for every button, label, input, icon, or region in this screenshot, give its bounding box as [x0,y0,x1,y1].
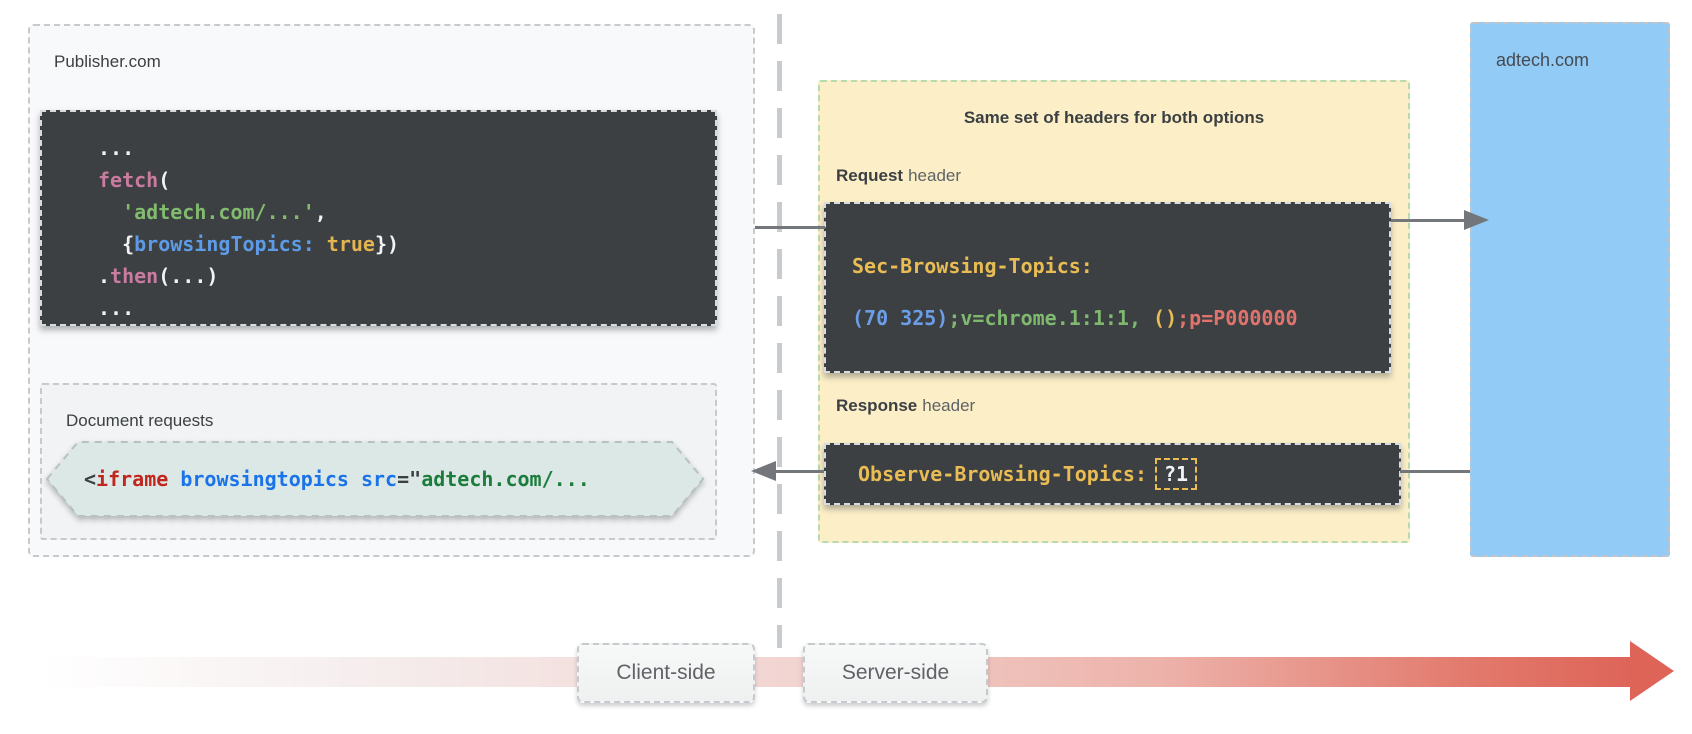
observe-flag-chip: ?1 [1154,458,1198,490]
request-header-label-bold: Request [836,166,904,185]
fetch-code-block: ...fetch( 'adtech.com/...', {browsingTop… [40,110,717,326]
client-side-label: Client-side [616,661,716,684]
publisher-label: Publisher.com [54,52,161,71]
client-server-divider [777,14,782,648]
response-header-code-block: Observe-Browsing-Topics: ?1 [824,443,1401,505]
request-header-code-block: Sec-Browsing-Topics:(70 325);v=chrome.1:… [824,202,1391,373]
request-arrow-left-segment [755,226,825,229]
response-arrow-left-segment [776,470,824,473]
server-side-label: Server-side [841,661,950,684]
iframe-snippet-hexagon [45,441,705,517]
adtech-panel: adtech.com [1470,22,1670,557]
adtech-label: adtech.com [1496,50,1590,70]
iframe-code-snippet: <iframe browsingtopics src="adtech.com/.… [84,467,590,491]
headers-panel-title: Same set of headers for both options [963,108,1265,127]
request-header-label-rest: header [908,166,962,185]
client-server-axis-arrowhead-icon [1630,641,1674,701]
response-arrow-right-segment [1400,470,1470,473]
document-requests-label: Document requests [66,411,214,430]
client-side-badge: Client-side [577,643,755,703]
response-header-label-rest: header [922,396,976,415]
server-side-badge: Server-side [803,643,988,703]
request-arrowhead-icon [1464,210,1489,230]
response-header-code: Observe-Browsing-Topics: [858,462,1147,486]
request-arrow-right-segment [1391,219,1465,222]
response-arrowhead-icon [751,461,776,481]
response-header-label-bold: Response [836,396,918,415]
